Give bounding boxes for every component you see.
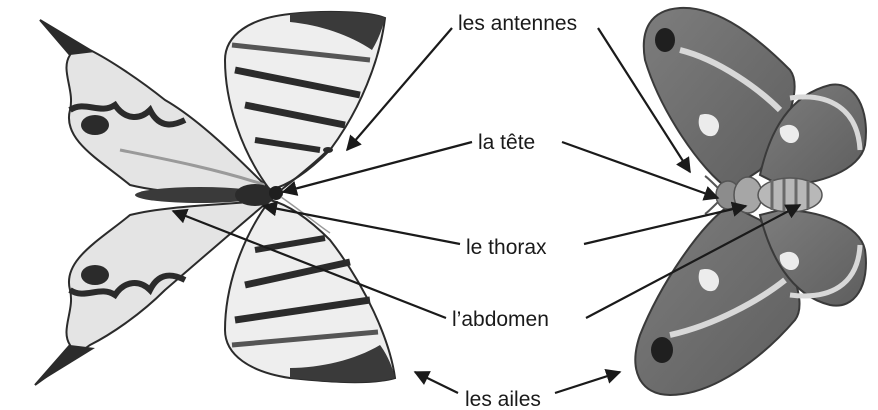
arrow-wings-left <box>415 372 458 393</box>
arrow-wings-right <box>555 372 620 393</box>
label-head: la tête <box>478 131 535 154</box>
moth <box>635 8 866 395</box>
label-wings: les ailes <box>465 388 541 410</box>
swallowtail-butterfly <box>35 12 395 385</box>
moth-body <box>705 176 822 214</box>
label-antennae: les antennes <box>458 12 577 35</box>
butterfly-upper-forewing <box>225 12 385 190</box>
label-abdomen: l’abdomen <box>452 308 549 331</box>
label-thorax: le thorax <box>466 236 547 259</box>
